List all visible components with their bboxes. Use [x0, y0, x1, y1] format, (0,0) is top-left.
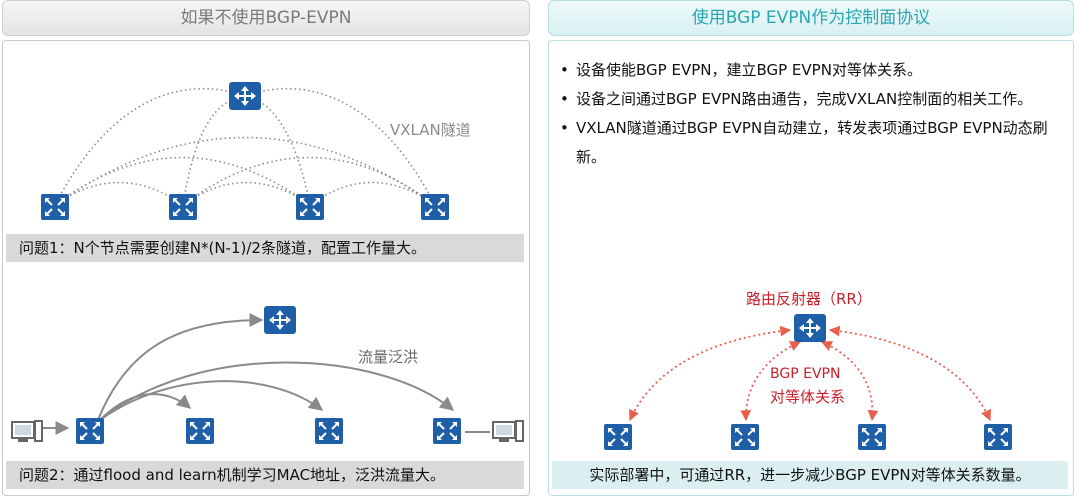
switch-icon	[75, 417, 105, 445]
switch-icon	[603, 423, 633, 451]
peer-relation-label: 对等体关系	[770, 388, 846, 406]
benefit-list: 设备使能BGP EVPN，建立BGP EVPN对等体关系。 设备之间通过BGP …	[558, 56, 1062, 172]
switch-icon	[185, 417, 215, 445]
switch-icon	[40, 193, 70, 221]
flood-arrows	[40, 313, 490, 435]
switch-icon	[983, 423, 1013, 451]
switch-icon	[857, 423, 887, 451]
bgp-evpn-label: BGP EVPN	[770, 366, 841, 382]
route-reflector-router-icon	[793, 313, 827, 343]
left-header: 如果不使用BGP-EVPN	[2, 0, 530, 36]
flood-label: 流量泛洪	[358, 348, 419, 366]
benefit-item: 设备使能BGP EVPN，建立BGP EVPN对等体关系。	[558, 56, 1062, 85]
issue-2-text: 问题2：通过flood and learn机制学习MAC地址，泛洪流量大。	[6, 461, 524, 489]
benefit-item: VXLAN隧道通过BGP EVPN自动建立，转发表项通过BGP EVPN动态刷新…	[558, 114, 1062, 172]
router-icon	[263, 305, 297, 335]
switch-icon	[314, 417, 344, 445]
bgp-evpn-peerings	[629, 325, 991, 422]
switch-icon	[432, 417, 462, 445]
benefit-item: 设备之间通过BGP EVPN路由通告，完成VXLAN控制面的相关工作。	[558, 85, 1062, 114]
switch-icon	[420, 193, 450, 221]
switch-icon	[730, 423, 760, 451]
host-computer-icon	[11, 420, 43, 443]
issue-1-text: 问题1：N个节点需要创建N*(N-1)/2条隧道，配置工作量大。	[6, 234, 524, 262]
switch-icon	[168, 193, 198, 221]
right-header: 使用BGP EVPN作为控制面协议	[548, 0, 1074, 36]
vxlan-tunnels	[54, 87, 436, 206]
switch-icon	[295, 193, 325, 221]
summary-text: 实际部署中，可通过RR，进一步减少BGP EVPN对等体关系数量。	[552, 461, 1068, 489]
route-reflector-label: 路由反射器（RR）	[746, 290, 872, 308]
host-computer-icon	[492, 420, 524, 443]
vxlan-tunnel-label: VXLAN隧道	[390, 121, 471, 139]
router-icon	[228, 81, 262, 111]
